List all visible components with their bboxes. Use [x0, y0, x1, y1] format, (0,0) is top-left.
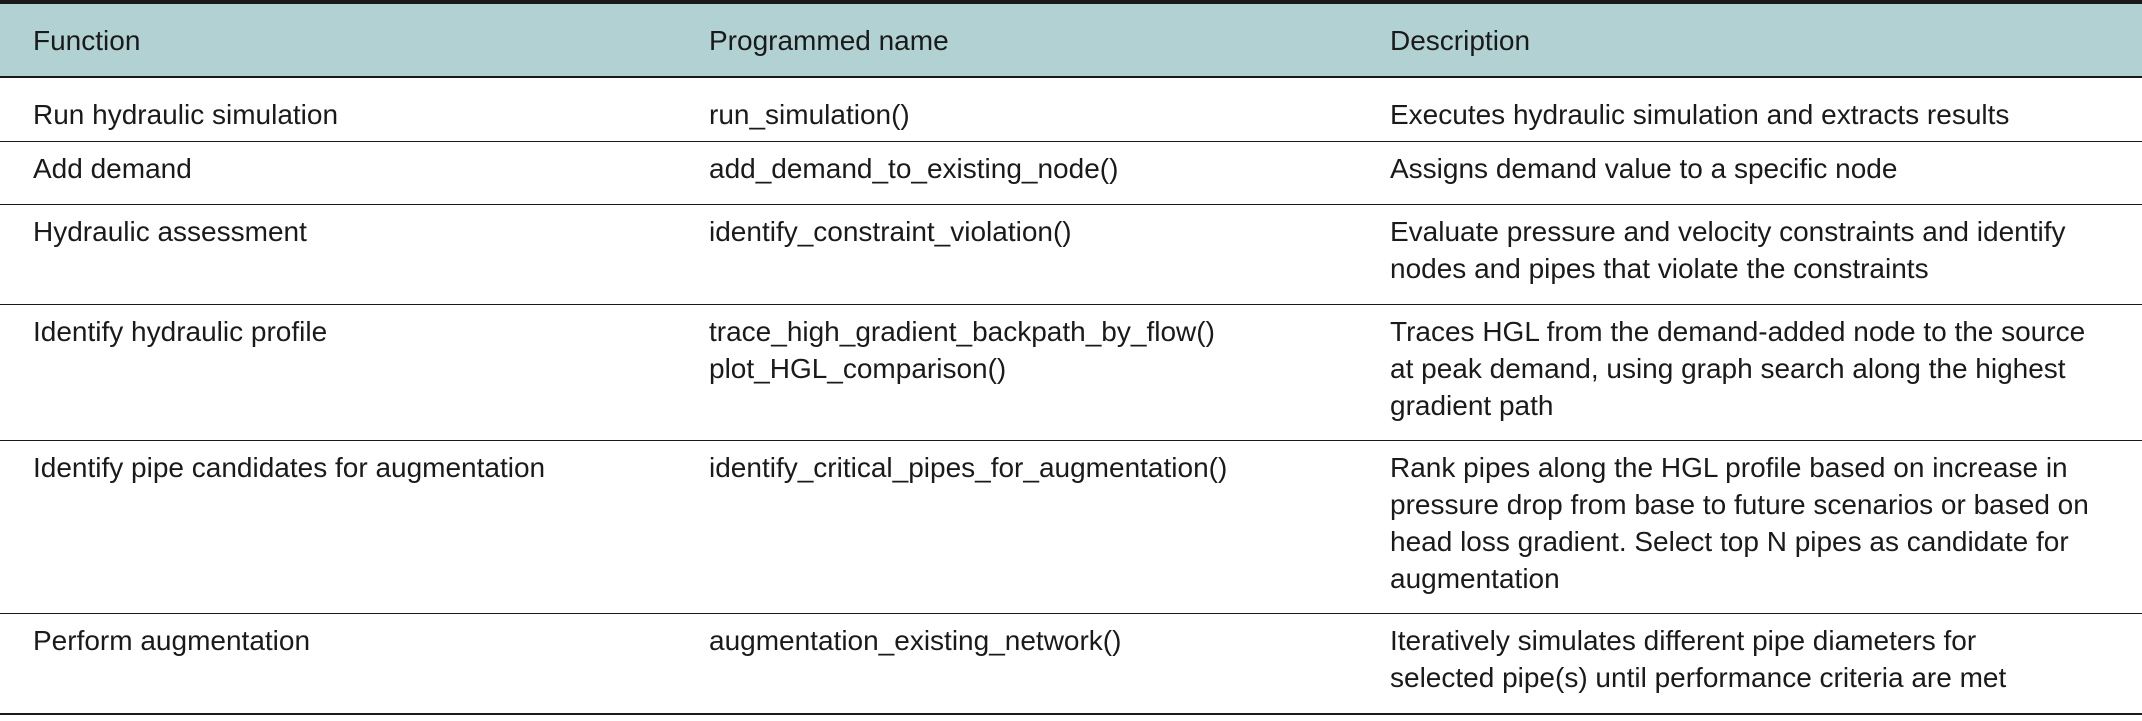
programmed-name: add_demand_to_existing_node()	[709, 153, 1119, 184]
table-row: Hydraulic assessment identify_constraint…	[0, 204, 2142, 305]
programmed-name-cell: add_demand_to_existing_node()	[676, 141, 1357, 205]
table-row: Run hydraulic simulation run_simulation(…	[0, 77, 2142, 142]
programmed-name-cell: augmentation_existing_network()	[676, 613, 1357, 715]
programmed-name-cell: identify_constraint_violation()	[676, 204, 1357, 305]
description-line: head loss gradient. Select top N pipes a…	[1390, 526, 2069, 557]
description-line: Executes hydraulic simulation and extrac…	[1390, 99, 2010, 130]
programmed-name: augmentation_existing_network()	[709, 625, 1122, 656]
function-cell: Identify pipe candidates for augmentatio…	[0, 440, 676, 614]
table-header: Function Programmed name Description	[0, 0, 2142, 78]
function-cell: Hydraulic assessment	[0, 204, 676, 305]
table-row: Identify hydraulic profile trace_high_gr…	[0, 304, 2142, 441]
description-line: at peak demand, using graph search along…	[1390, 353, 2066, 384]
header-description: Description	[1357, 0, 2142, 78]
function-cell: Perform augmentation	[0, 613, 676, 715]
description-line: Rank pipes along the HGL profile based o…	[1390, 452, 2068, 483]
description-line: pressure drop from base to future scenar…	[1390, 489, 2089, 520]
description-line: Evaluate pressure and velocity constrain…	[1390, 216, 2066, 247]
header-function: Function	[0, 0, 676, 78]
table-row: Identify pipe candidates for augmentatio…	[0, 440, 2142, 614]
programmed-name-cell: run_simulation()	[676, 77, 1357, 142]
description-cell: Traces HGL from the demand-added node to…	[1357, 304, 2142, 441]
header-programmed-name: Programmed name	[676, 0, 1357, 78]
description-cell: Rank pipes along the HGL profile based o…	[1357, 440, 2142, 614]
description-line: Assigns demand value to a specific node	[1390, 153, 1898, 184]
description-cell: Evaluate pressure and velocity constrain…	[1357, 204, 2142, 305]
description-cell: Iteratively simulates different pipe dia…	[1357, 613, 2142, 715]
programmed-name: plot_HGL_comparison()	[709, 353, 1007, 384]
programmed-name: trace_high_gradient_backpath_by_flow()	[709, 316, 1215, 347]
programmed-name: identify_critical_pipes_for_augmentation…	[709, 452, 1228, 483]
description-line: Traces HGL from the demand-added node to…	[1390, 316, 2086, 347]
table-row: Add demand add_demand_to_existing_node()…	[0, 141, 2142, 205]
description-line: selected pipe(s) until performance crite…	[1390, 662, 2007, 693]
description-cell: Executes hydraulic simulation and extrac…	[1357, 77, 2142, 142]
programmed-name: identify_constraint_violation()	[709, 216, 1072, 247]
description-line: Iteratively simulates different pipe dia…	[1390, 625, 1977, 656]
function-cell: Run hydraulic simulation	[0, 77, 676, 142]
header-row: Function Programmed name Description	[0, 0, 2142, 78]
table-body: Run hydraulic simulation run_simulation(…	[0, 77, 2142, 715]
programmed-name-cell: trace_high_gradient_backpath_by_flow() p…	[676, 304, 1357, 441]
description-line: gradient path	[1390, 390, 1554, 421]
function-cell: Add demand	[0, 141, 676, 205]
description-cell: Assigns demand value to a specific node	[1357, 141, 2142, 205]
description-line: nodes and pipes that violate the constra…	[1390, 253, 1929, 284]
table-row: Perform augmentation augmentation_existi…	[0, 613, 2142, 715]
function-cell: Identify hydraulic profile	[0, 304, 676, 441]
programmed-name: run_simulation()	[709, 99, 910, 130]
description-line: augmentation	[1390, 563, 1560, 594]
programmed-name-cell: identify_critical_pipes_for_augmentation…	[676, 440, 1357, 614]
